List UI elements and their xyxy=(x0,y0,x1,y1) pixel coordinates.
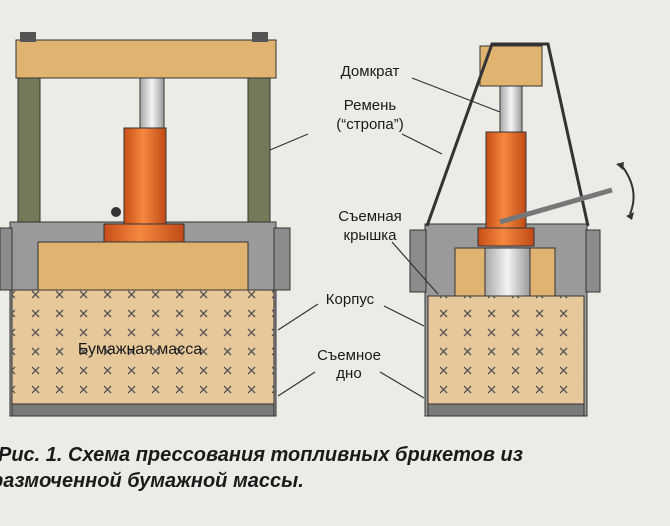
bracket xyxy=(273,227,291,291)
leader-lines xyxy=(269,77,501,399)
lid-pipe xyxy=(484,247,531,297)
caption-line1: Рис. 1. Схема прессования топливных брик… xyxy=(0,444,523,466)
mass-pattern xyxy=(428,296,584,406)
jack-label: Домкрат xyxy=(341,63,400,80)
bolt-icon xyxy=(20,32,36,42)
caption-line2: размоченной бумажной массы. xyxy=(0,470,304,492)
rotation-arrow-icon xyxy=(621,165,635,215)
right-post xyxy=(247,75,271,227)
jack-handle xyxy=(499,187,613,225)
body-label: Корпус xyxy=(326,291,375,308)
bolt-icon xyxy=(252,32,268,42)
jack-body xyxy=(123,127,167,229)
paper-mass-label: Бумажная масса xyxy=(78,341,202,358)
left-post xyxy=(17,75,41,227)
mass-pattern xyxy=(12,290,274,406)
strap xyxy=(425,42,590,227)
piston xyxy=(139,77,165,131)
left-press: Бумажная масса xyxy=(0,32,291,417)
jack-base xyxy=(477,227,535,247)
wood-plate xyxy=(37,241,249,291)
lid-label-line2: крышка xyxy=(344,227,398,244)
right-press xyxy=(409,42,635,417)
lid-label-line1: Съемная xyxy=(338,208,402,225)
bottom-plate xyxy=(11,403,275,417)
piston xyxy=(499,83,523,135)
bracket xyxy=(409,229,427,293)
bottom-label-line2: дно xyxy=(336,365,361,382)
strap-label-line1: Ремень xyxy=(344,97,397,114)
strap-label-line2: (“стропа”) xyxy=(336,116,404,133)
top-beam xyxy=(15,39,277,79)
jack-base xyxy=(103,223,185,243)
arrowhead-icon xyxy=(616,162,634,220)
bracket xyxy=(0,227,13,291)
bottom-plate xyxy=(427,403,585,417)
jack-valve xyxy=(111,207,121,217)
bottom-label-line1: Съемное xyxy=(317,347,381,364)
bracket xyxy=(585,229,601,293)
